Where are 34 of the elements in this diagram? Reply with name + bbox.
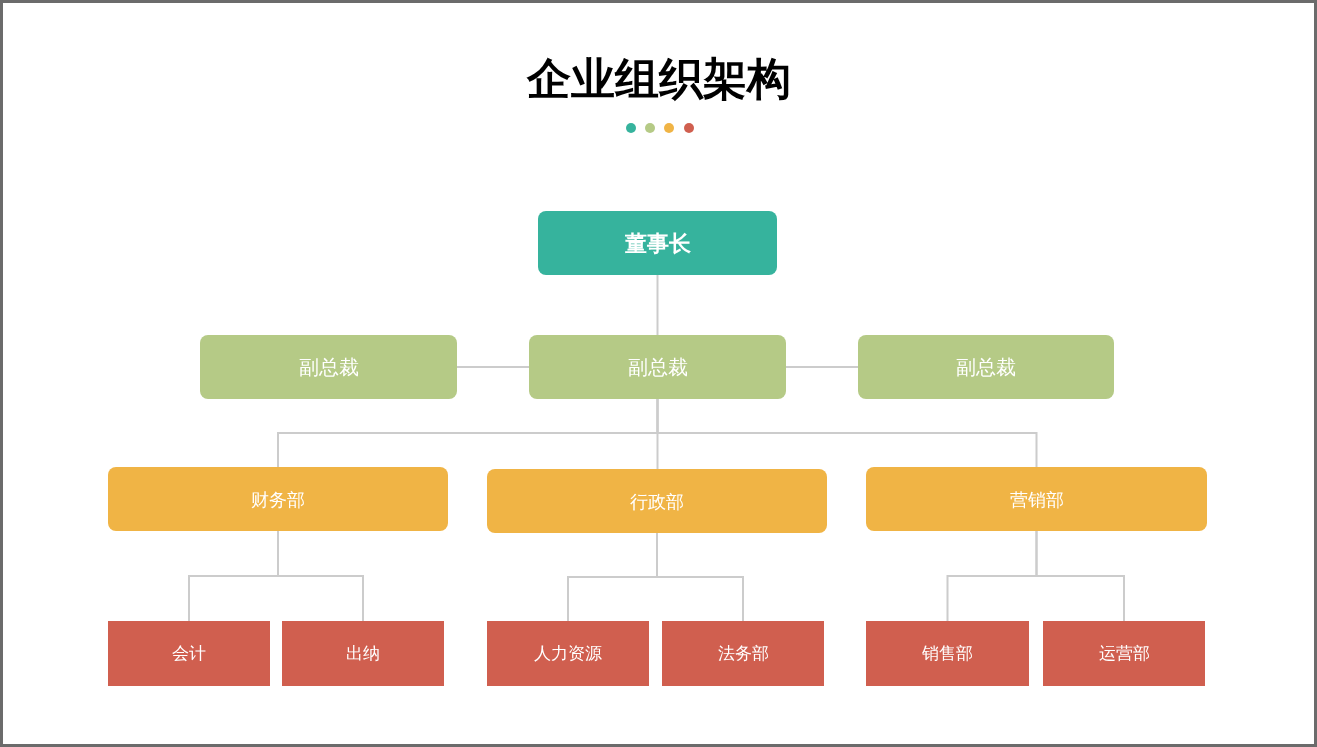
box-label: 董事长 (624, 229, 691, 258)
title: 企业组织架构 (526, 52, 791, 106)
org-box (529, 335, 786, 399)
box-label: 副总裁 (956, 354, 1016, 381)
box-label: 人力资源 (534, 641, 602, 665)
box-label: 运营部 (1098, 641, 1150, 665)
org-box (200, 335, 457, 399)
connector-line (277, 530, 364, 622)
org-box (538, 211, 777, 275)
org-box (487, 469, 827, 533)
connector-line (656, 274, 659, 336)
org-box (487, 621, 649, 686)
org-box (662, 621, 824, 686)
org-box (858, 335, 1114, 399)
box-label: 法务部 (717, 641, 769, 665)
box-label: 出纳 (346, 641, 380, 665)
box-label: 销售部 (922, 641, 973, 665)
org-box (282, 621, 444, 686)
box-label: 副总裁 (627, 354, 688, 381)
connector-line (456, 366, 530, 368)
connector-line (1035, 530, 1125, 622)
box-label: 财务部 (251, 487, 305, 512)
org-box (866, 467, 1207, 531)
box-label: 行政部 (630, 489, 684, 514)
box-label: 副总裁 (298, 354, 359, 381)
org-box (866, 621, 1029, 686)
connector-line (656, 532, 744, 622)
org-box (108, 467, 448, 531)
box-label: 会计 (172, 641, 206, 665)
org-box (1043, 621, 1205, 686)
connector-line (785, 366, 859, 368)
connector-line (656, 398, 1038, 468)
box-label: 营销部 (1009, 487, 1064, 512)
org-box (108, 621, 270, 686)
